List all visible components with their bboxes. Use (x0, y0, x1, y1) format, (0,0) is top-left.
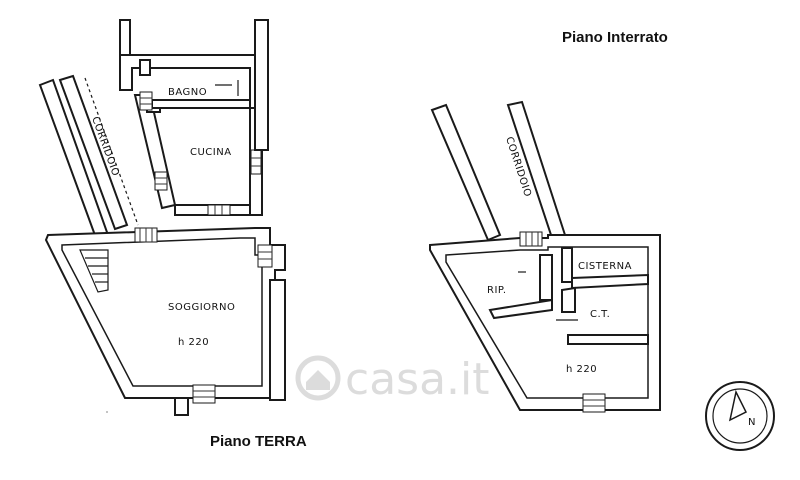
height-label-basement: h 220 (566, 364, 597, 375)
corridor-inner-wall (58, 74, 129, 231)
watermark: casa.it (295, 354, 490, 405)
room-label-cisterna: CISTERNA (578, 261, 632, 272)
room-label-soggiorno: SOGGIORNO (168, 302, 235, 313)
compass-north-label: N (748, 417, 756, 428)
watermark-text: casa.it (345, 354, 490, 405)
basement-plan: Piano Interrato RIP. CISTERNA C.T. h 220… (429, 29, 668, 413)
ground-floor-plan: BAGNO CUCINA SOGGIORNO h 220 CORRIDOIO P… (38, 19, 307, 450)
partition-ct-bottom (567, 334, 649, 345)
partition-rip-bottom (488, 298, 553, 320)
partition-cisterna-bottom (571, 273, 649, 290)
bathroom-partition (151, 99, 251, 109)
basement-corridor-left (430, 103, 502, 242)
partition-cisterna-left (561, 247, 573, 283)
height-label-ground: h 220 (178, 337, 209, 348)
staircase (79, 249, 109, 293)
partition-rip (539, 254, 553, 301)
room-label-cucina: CUCINA (190, 147, 232, 158)
room-label-bagno: BAGNO (168, 87, 207, 98)
compass-icon: N (705, 381, 775, 451)
title-piano-interrato: Piano Interrato (562, 29, 668, 46)
room-label-ct: C.T. (590, 309, 610, 320)
room-label-rip: RIP. (487, 285, 507, 296)
title-piano-terra: Piano TERRA (210, 433, 307, 450)
